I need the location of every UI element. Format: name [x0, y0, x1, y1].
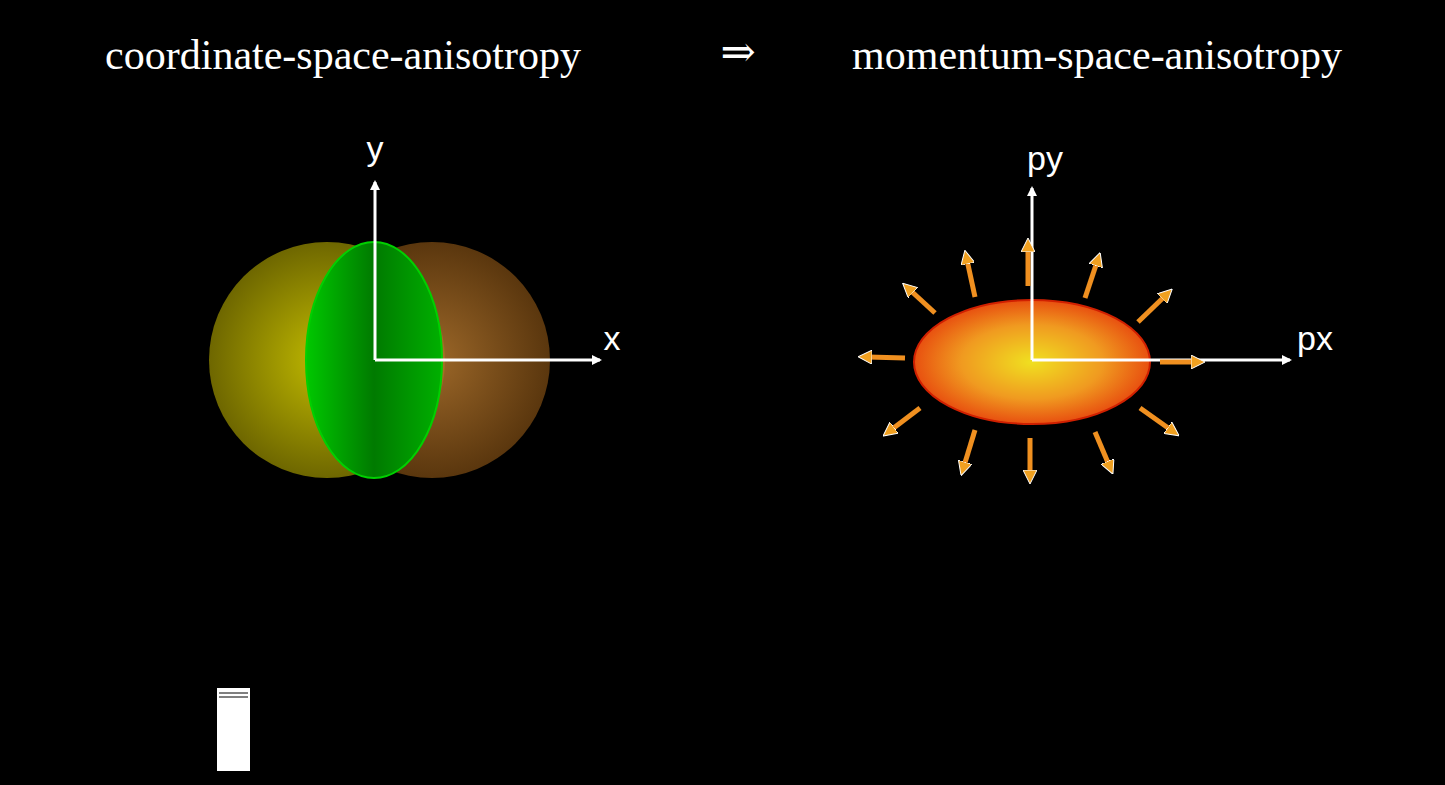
- flow-arrows: [868, 248, 1195, 474]
- py-axis: [1031, 188, 1034, 360]
- flow-arrow: [1026, 248, 1031, 286]
- axis-label: py: [1027, 141, 1063, 175]
- flow-arrow: [1140, 408, 1171, 430]
- flow-arrow: [910, 290, 935, 313]
- flow-arrow: [1138, 296, 1165, 322]
- implication-symbol: ⇒: [720, 31, 755, 73]
- axis-label: px: [1297, 321, 1333, 355]
- flow-arrow: [1028, 438, 1033, 474]
- px-axis: [1032, 359, 1290, 362]
- flow-arrow: [891, 408, 920, 430]
- heading-right: momentum-space-anisotropy: [852, 34, 1342, 76]
- axis-label: x: [604, 321, 621, 355]
- flow-arrow: [1085, 262, 1097, 298]
- flow-arrow: [868, 357, 905, 358]
- block-line: [219, 693, 248, 694]
- flow-arrow: [967, 260, 975, 297]
- heading-left: coordinate-space-anisotropy: [105, 34, 581, 76]
- x-axis: [375, 359, 600, 362]
- y-axis: [374, 182, 377, 360]
- flow-arrow: [964, 430, 975, 466]
- white-block: [217, 688, 250, 771]
- axis-label: y: [367, 131, 384, 165]
- flow-arrow: [1160, 360, 1195, 365]
- block-line: [219, 697, 248, 698]
- flow-arrow: [1095, 432, 1109, 465]
